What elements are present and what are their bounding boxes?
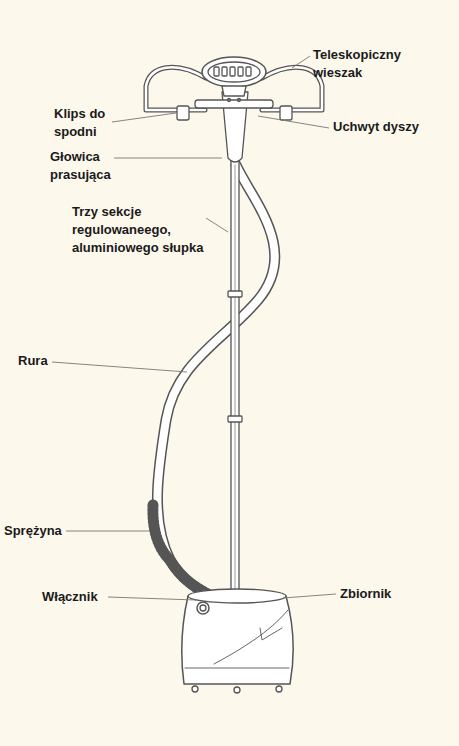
leader-lines xyxy=(52,56,336,600)
part-label: Uchwyt dyszy xyxy=(333,118,453,136)
pants-clip xyxy=(280,106,292,120)
hose xyxy=(157,165,274,600)
water-tank xyxy=(182,596,293,684)
hose-inner xyxy=(157,165,274,600)
part-label: Zbiornik xyxy=(340,585,430,603)
part-label: Włącznik xyxy=(42,588,122,606)
power-switch xyxy=(197,602,209,614)
pressing-head xyxy=(202,57,266,87)
part-label: Trzy sekcje regulowaneego, aluminiowego … xyxy=(72,203,222,257)
part-label: Klips do spodni xyxy=(54,105,124,141)
spring xyxy=(153,505,218,600)
part-label: Rura xyxy=(18,352,78,370)
part-label: Teleskopiczny wieszak xyxy=(313,46,423,82)
part-label: Sprężyna xyxy=(4,522,84,540)
part-label: Głowica prasująca xyxy=(50,148,130,184)
aluminium-pole xyxy=(231,160,239,600)
pole-collar xyxy=(228,416,242,422)
pants-clip xyxy=(177,106,189,120)
pole-collar xyxy=(228,291,242,297)
